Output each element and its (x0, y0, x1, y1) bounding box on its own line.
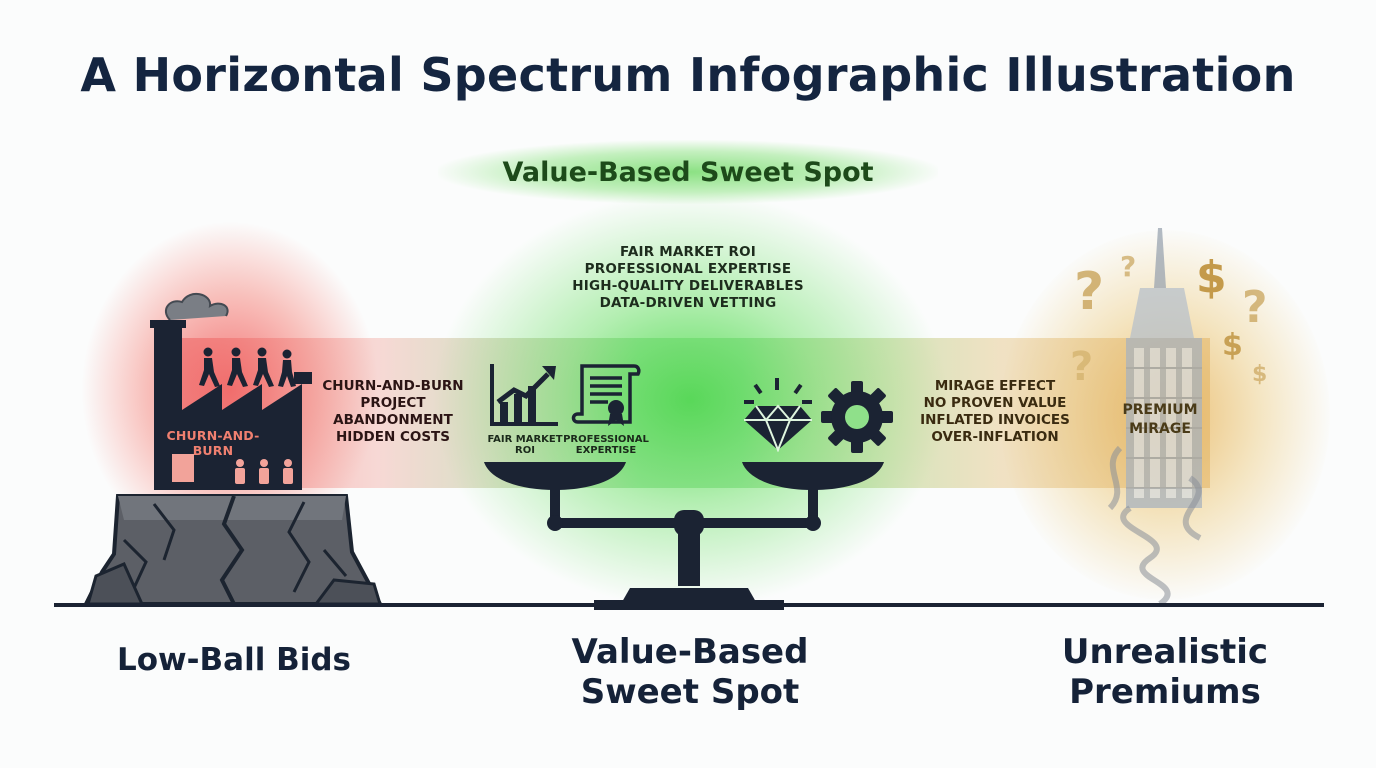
tower-label-line: PREMIUM (1122, 402, 1198, 418)
benefit-item: PROFESSIONAL EXPERTISE (584, 261, 792, 277)
spectrum-band (170, 338, 1210, 488)
dollar-sign-icon: $ (1252, 362, 1268, 387)
low-ball-issues-list: CHURN-AND-BURN PROJECT ABANDONMENT HIDDE… (318, 378, 468, 446)
dollar-sign-icon: $ (1196, 252, 1227, 303)
dollar-sign-icon: $ (1222, 328, 1243, 363)
sweet-spot-banner: Value-Based Sweet Spot (438, 140, 938, 204)
sweet-spot-label-line: Value-Based (571, 632, 809, 672)
smoke-swirl-icon (1107, 445, 1202, 607)
center-benefits-list: FAIR MARKET ROI PROFESSIONAL EXPERTISE H… (540, 244, 836, 312)
sweet-spot-banner-text: Value-Based Sweet Spot (502, 156, 874, 188)
issue-item: OVER-INFLATION (931, 429, 1059, 445)
diamond-icon (744, 378, 812, 452)
low-ball-label: Low-Ball Bids (84, 640, 384, 680)
question-mark-icon: ? (1242, 282, 1268, 333)
tower-label: PREMIUM MIRAGE (1112, 401, 1208, 439)
premiums-label-line: Premiums (1069, 672, 1261, 712)
bar-chart-icon (490, 364, 558, 426)
gear-icon (821, 381, 893, 453)
sweet-spot-label: Value-Based Sweet Spot (520, 632, 860, 712)
low-ball-label-line: Low-Ball Bids (116, 642, 352, 678)
page-title: A Horizontal Spectrum Infographic Illust… (80, 48, 1296, 102)
cracked-rock-icon (84, 494, 384, 606)
sweet-spot-label-line: Sweet Spot (580, 672, 800, 712)
chart-caption-line: ROI (515, 445, 535, 456)
balance-scale-icon (484, 462, 884, 610)
issue-item: PROJECT (360, 395, 426, 411)
tower-label-line: MIRAGE (1129, 421, 1191, 437)
issue-item: HIDDEN COSTS (336, 429, 450, 445)
premiums-label: Unrealistic Premiums (1010, 632, 1320, 712)
workers-icon (199, 347, 312, 387)
chart-caption-line: FAIR MARKET (487, 434, 563, 445)
benefit-item: DATA-DRIVEN VETTING (599, 295, 777, 311)
issue-item: MIRAGE EFFECT (934, 378, 1056, 394)
chart-caption: FAIR MARKET ROI (480, 434, 570, 456)
question-mark-icon: ? (1070, 344, 1094, 390)
spectrum-baseline (54, 603, 1324, 607)
trapped-workers-icon (235, 459, 293, 484)
certificate-caption-line: PROFESSIONAL (563, 434, 649, 445)
certificate-caption: PROFESSIONAL EXPERTISE (560, 434, 652, 456)
premiums-label-line: Unrealistic (1061, 632, 1269, 672)
issue-item: ABANDONMENT (333, 412, 453, 428)
question-mark-icon: ? (1074, 262, 1105, 322)
issue-item: NO PROVEN VALUE (923, 395, 1067, 411)
skyscraper-icon (1107, 228, 1202, 607)
premium-issues-list: MIRAGE EFFECT NO PROVEN VALUE INFLATED I… (900, 378, 1090, 446)
certificate-caption-line: EXPERTISE (575, 445, 637, 456)
benefit-item: HIGH-QUALITY DELIVERABLES (572, 278, 804, 294)
issue-item: INFLATED INVOICES (920, 412, 1070, 428)
benefit-item: FAIR MARKET ROI (619, 244, 756, 260)
question-mark-icon: ? (1120, 250, 1137, 283)
factory-label: CHURN-AND-BURN (166, 428, 260, 458)
certificate-icon (571, 364, 641, 426)
issue-item: CHURN-AND-BURN (322, 378, 464, 394)
